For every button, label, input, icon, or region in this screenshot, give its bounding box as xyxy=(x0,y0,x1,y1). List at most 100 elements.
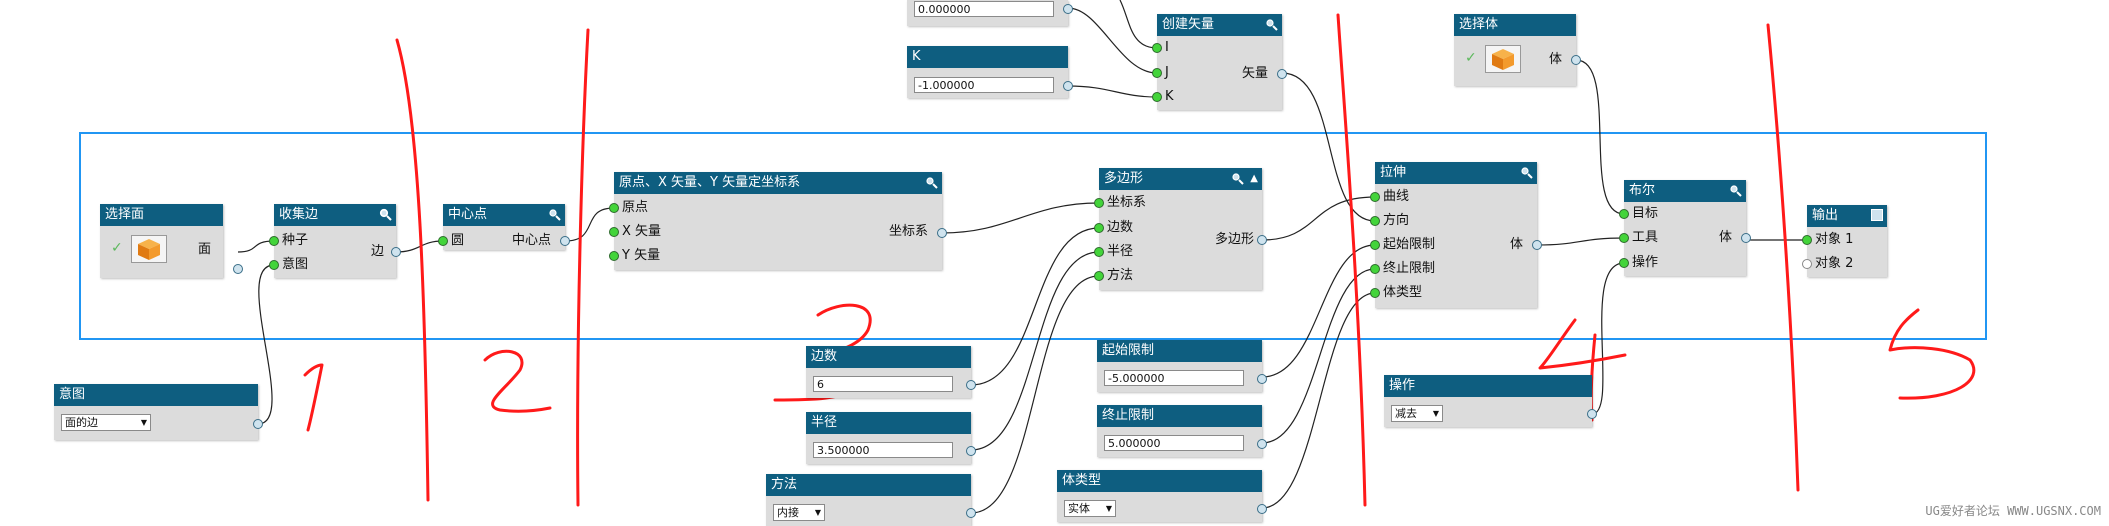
method-node[interactable]: 方法 内接▼ xyxy=(766,474,976,526)
input-pin-j[interactable] xyxy=(1152,68,1162,78)
wire-polygon-to-curve xyxy=(1261,196,1376,241)
zoom-icon[interactable] xyxy=(1265,18,1278,31)
sides-node[interactable]: 边数 6 xyxy=(806,346,976,398)
input-pin-i[interactable] xyxy=(1152,43,1162,53)
csys-node[interactable]: 原点、X 矢量、Y 矢量定坐标系 原点 X 矢量 Y 矢量 坐标系 xyxy=(609,172,947,270)
end-limit-field[interactable]: 5.000000 xyxy=(1104,435,1244,451)
output-pin[interactable] xyxy=(1532,240,1542,250)
input-pin-k[interactable] xyxy=(1152,92,1162,102)
annotation-divider-1 xyxy=(395,38,430,502)
input-pin-start-limit[interactable] xyxy=(1370,240,1380,250)
extrude-node[interactable]: 拉伸 曲线 方向 起始限制 终止限制 体类型 体 xyxy=(1370,162,1542,308)
input-label-intent: 意图 xyxy=(282,257,309,272)
zoom-icon[interactable] xyxy=(548,208,561,221)
output-pin[interactable] xyxy=(233,264,243,274)
collapse-icon[interactable]: ▲ xyxy=(1250,173,1258,184)
create-vector-node[interactable]: 创建矢量 I J K 矢量 xyxy=(1152,14,1287,110)
output-pin[interactable] xyxy=(1277,69,1287,79)
operation-node[interactable]: 操作 减去▼ xyxy=(1384,375,1597,427)
input-pin-method[interactable] xyxy=(1094,271,1104,281)
input-pin-origin[interactable] xyxy=(609,203,619,213)
node-title: 布尔 xyxy=(1629,183,1656,198)
operation-select-value: 减去 xyxy=(1395,407,1417,420)
node-title: 终止限制 xyxy=(1102,408,1155,423)
input-pin-object-1[interactable] xyxy=(1802,235,1812,245)
input-pin-radius[interactable] xyxy=(1094,247,1104,257)
output-pin[interactable] xyxy=(1741,233,1751,243)
input-label-origin: 原点 xyxy=(622,200,649,215)
wire-method-to-polygon xyxy=(970,275,1100,514)
node-title: 操作 xyxy=(1389,378,1416,393)
annotation-divider-4 xyxy=(1766,23,1800,492)
input-pin-x-vector[interactable] xyxy=(609,227,619,237)
select-body-node[interactable]: 选择体 ✓ 体 xyxy=(1454,14,1581,86)
zoom-icon[interactable] xyxy=(1520,166,1533,179)
boolean-node[interactable]: 布尔 目标 工具 操作 体 xyxy=(1619,180,1751,276)
collect-edges-node[interactable]: 收集边 种子 意图 边 xyxy=(269,204,401,278)
input-pin-operation[interactable] xyxy=(1619,258,1629,268)
check-icon: ✓ xyxy=(111,240,123,256)
intent-node[interactable]: 意图 面的边▼ xyxy=(54,384,263,440)
node-header: 原点、X 矢量、Y 矢量定坐标系 xyxy=(614,172,942,194)
polygon-node[interactable]: 多边形 ▲ 坐标系 边数 半径 方法 多边形 xyxy=(1094,168,1267,290)
output-pin[interactable] xyxy=(966,380,976,390)
input-pin-end-limit[interactable] xyxy=(1370,264,1380,274)
j-value-field[interactable]: 0.000000 xyxy=(914,1,1054,17)
input-pin-object-2[interactable] xyxy=(1802,259,1812,269)
zoom-icon[interactable] xyxy=(1231,172,1244,185)
node-title: 收集边 xyxy=(279,207,319,222)
output-pin[interactable] xyxy=(560,236,570,246)
k-value-node[interactable]: K -1.000000 xyxy=(907,46,1073,98)
input-pin-seed[interactable] xyxy=(269,236,279,246)
output-pin[interactable] xyxy=(1257,439,1267,449)
output-pin[interactable] xyxy=(1257,374,1267,384)
intent-select[interactable]: 面的边▼ xyxy=(61,414,151,431)
input-pin-target[interactable] xyxy=(1619,209,1629,219)
end-limit-node[interactable]: 终止限制 5.000000 xyxy=(1097,405,1267,457)
output-pin[interactable] xyxy=(1571,55,1581,65)
input-pin-body-type[interactable] xyxy=(1370,288,1380,298)
zoom-icon[interactable] xyxy=(1729,184,1742,197)
input-label-radius: 半径 xyxy=(1107,244,1134,259)
body-selector-button[interactable] xyxy=(1485,45,1521,73)
k-value-field[interactable]: -1.000000 xyxy=(914,77,1054,93)
output-pin[interactable] xyxy=(1257,235,1267,245)
annotation-number-1 xyxy=(303,363,324,432)
input-pin-circle[interactable] xyxy=(438,236,448,246)
input-pin-intent[interactable] xyxy=(269,260,279,270)
radius-node[interactable]: 半径 3.500000 xyxy=(806,412,976,464)
output-pin[interactable] xyxy=(937,228,947,238)
output-pin[interactable] xyxy=(1587,409,1597,419)
face-selector-button[interactable] xyxy=(131,235,167,263)
input-pin-curve[interactable] xyxy=(1370,192,1380,202)
input-pin-csys[interactable] xyxy=(1094,198,1104,208)
output-pin[interactable] xyxy=(253,419,263,429)
method-select[interactable]: 内接▼ xyxy=(773,504,825,521)
export-icon[interactable] xyxy=(1871,209,1883,221)
output-pin[interactable] xyxy=(1063,4,1073,14)
output-port-label: 体 xyxy=(1548,52,1562,67)
output-pin[interactable] xyxy=(391,247,401,257)
body-type-node[interactable]: 体类型 实体▼ xyxy=(1057,470,1267,522)
output-node[interactable]: 输出 对象 1 对象 2 xyxy=(1802,205,1887,277)
output-pin[interactable] xyxy=(1063,81,1073,91)
input-pin-sides[interactable] xyxy=(1094,223,1104,233)
start-limit-node[interactable]: 起始限制 -5.000000 xyxy=(1097,340,1267,392)
zoom-icon[interactable] xyxy=(379,208,392,221)
j-value-node[interactable]: 0.000000 xyxy=(907,0,1073,26)
center-point-node[interactable]: 中心点 圆 中心点 xyxy=(438,204,570,250)
body-type-select[interactable]: 实体▼ xyxy=(1064,500,1116,517)
output-pin[interactable] xyxy=(1257,504,1267,514)
output-pin[interactable] xyxy=(966,508,976,518)
input-pin-y-vector[interactable] xyxy=(609,251,619,261)
radius-field[interactable]: 3.500000 xyxy=(813,442,953,458)
input-pin-direction[interactable] xyxy=(1370,216,1380,226)
zoom-icon[interactable] xyxy=(925,176,938,189)
select-face-node[interactable]: 选择面 ✓ 面 xyxy=(100,204,243,278)
node-header: 收集边 xyxy=(274,204,396,226)
input-pin-tool[interactable] xyxy=(1619,233,1629,243)
start-limit-field[interactable]: -5.000000 xyxy=(1104,370,1244,386)
output-pin[interactable] xyxy=(966,446,976,456)
sides-field[interactable]: 6 xyxy=(813,376,953,392)
operation-select[interactable]: 减去▼ xyxy=(1391,405,1443,422)
